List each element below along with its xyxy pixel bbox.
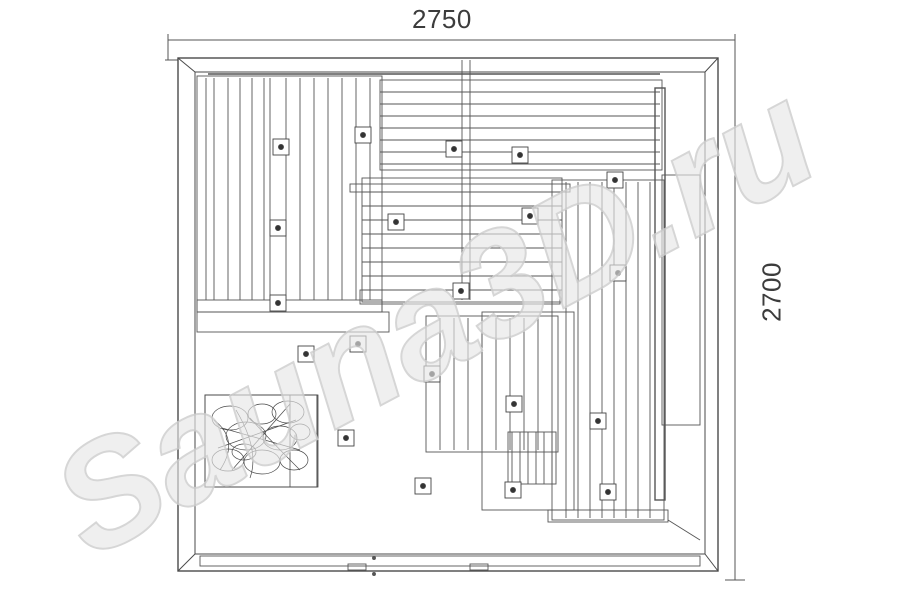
light-fixture-icon xyxy=(423,365,441,383)
light-fixture-icon xyxy=(269,294,287,312)
outer-walls xyxy=(177,57,719,572)
dimension-lines xyxy=(165,34,745,581)
light-fixture-icon xyxy=(606,171,624,189)
bench-top-right xyxy=(208,60,663,300)
door xyxy=(199,555,701,576)
heater xyxy=(204,394,319,488)
light-fixture-icon xyxy=(609,264,627,282)
watermark-logo: Sauna3D.ru xyxy=(25,48,842,590)
light-fixture-icon xyxy=(505,395,523,413)
heater-stones-icon xyxy=(211,400,311,479)
light-fixture-icon xyxy=(452,282,470,300)
light-fixture-icon xyxy=(269,219,287,237)
wall-outer xyxy=(177,57,719,572)
light-fixture-icon xyxy=(349,335,367,353)
light-fixture-icon xyxy=(521,207,539,225)
bench-lower-center xyxy=(425,311,575,511)
light-fixture-icon xyxy=(272,138,290,156)
light-fixture-icon xyxy=(354,126,372,144)
light-fixtures xyxy=(269,126,627,501)
light-fixture-icon xyxy=(297,345,315,363)
light-fixture-icon xyxy=(599,483,617,501)
wall-inner xyxy=(194,71,706,555)
light-fixture-icon xyxy=(504,481,522,499)
light-fixture-icon xyxy=(414,477,432,495)
bench-top-left xyxy=(196,75,390,333)
watermark-text: Sauna3D.ru xyxy=(26,49,841,589)
height-dimension-label: 2700 xyxy=(756,262,787,322)
light-fixture-icon xyxy=(337,429,355,447)
light-fixture-icon xyxy=(511,146,529,164)
width-dimension-label: 2750 xyxy=(412,4,472,34)
bench-middle xyxy=(349,177,571,305)
light-fixture-icon xyxy=(445,140,463,158)
light-fixture-icon xyxy=(589,412,607,430)
light-fixture-icon xyxy=(387,213,405,231)
bench-right xyxy=(547,87,701,541)
